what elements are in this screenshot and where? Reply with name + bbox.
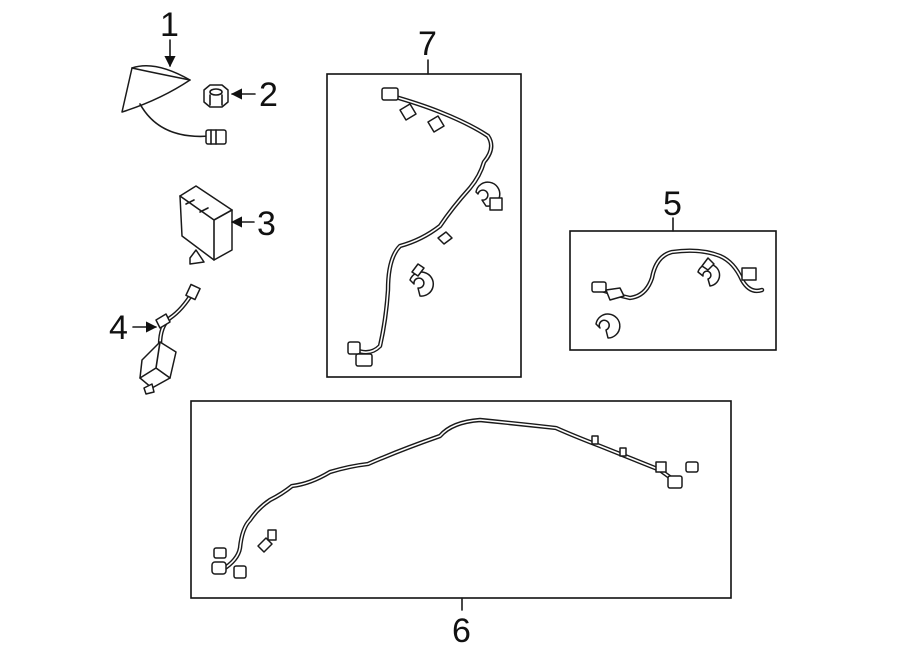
callout-2: 2 [259, 76, 278, 114]
callout-6: 6 [452, 612, 471, 650]
harness-part-5 [591, 248, 765, 339]
box-part-6 [190, 400, 732, 599]
callout-5: 5 [663, 185, 682, 223]
callout-7: 7 [418, 25, 437, 63]
harness-part-7 [347, 87, 503, 367]
callout-4: 4 [109, 309, 128, 347]
antenna-part-1 [121, 65, 227, 145]
nut-part-2 [203, 84, 229, 108]
box-part-7 [326, 73, 522, 378]
amplifier-part-4 [139, 283, 201, 395]
callout-3: 3 [257, 205, 276, 243]
module-part-3 [179, 185, 233, 265]
harness-part-6 [211, 417, 699, 579]
callout-1: 1 [160, 6, 179, 44]
